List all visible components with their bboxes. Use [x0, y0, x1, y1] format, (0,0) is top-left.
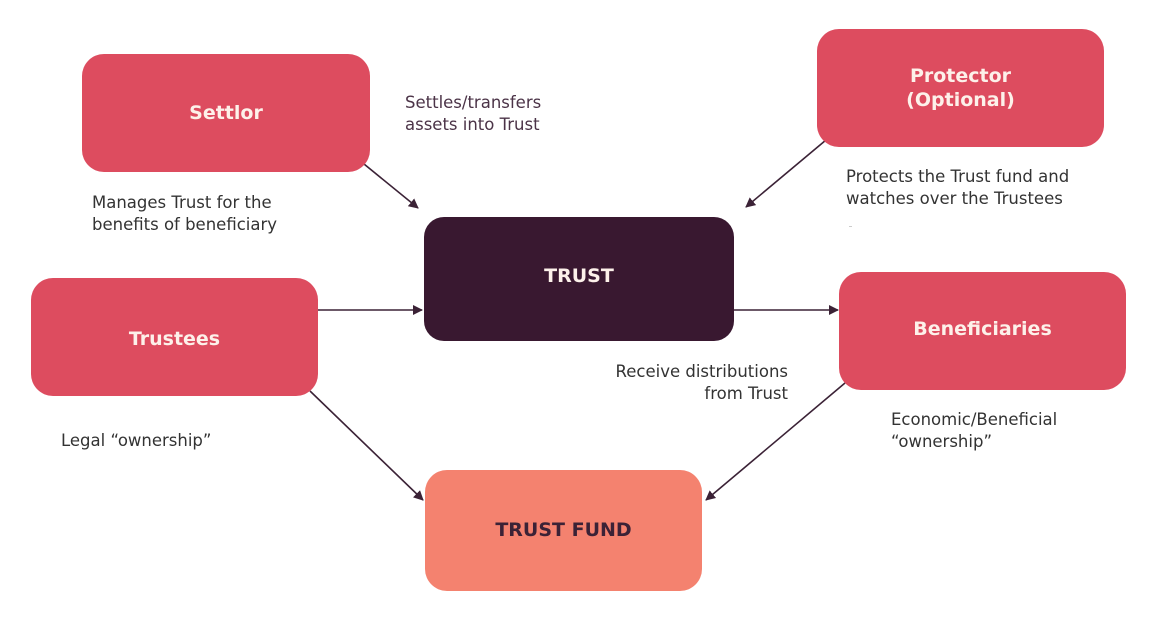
beneficiaries-label: Beneficiaries [913, 318, 1052, 340]
trust-node[interactable]: TRUST [424, 217, 734, 341]
arrow-trustees-to-trust-fund [309, 390, 424, 501]
trust-label: TRUST [544, 265, 614, 287]
legal-ownership-annotation: Legal “ownership” [61, 431, 212, 450]
trustees-node[interactable]: Trustees [31, 278, 318, 396]
settlor-node[interactable]: Settlor [82, 54, 370, 172]
beneficiaries-node[interactable]: Beneficiaries [839, 272, 1126, 390]
protector-role-annotation: Protects the Trust fund and watches over… [846, 167, 1070, 208]
stray-mark [849, 226, 852, 227]
settlor-role-annotation: Settles/transfers assets into Trust [405, 93, 542, 134]
beneficiaries-role-annotation: Receive distributions from Trust [615, 362, 788, 403]
protector-label: Protector (Optional) [906, 65, 1015, 111]
arrow-beneficiaries-to-trust-fund [705, 382, 846, 501]
settlor-label: Settlor [189, 102, 263, 124]
beneficial-ownership-annotation: Economic/Beneficial “ownership” [891, 410, 1058, 451]
protector-node[interactable]: Protector (Optional) [817, 29, 1104, 147]
trustees-role-annotation: Manages Trust for the benefits of benefi… [92, 193, 278, 234]
trust-fund-node[interactable]: TRUST FUND [425, 470, 702, 591]
trust-fund-label: TRUST FUND [495, 518, 632, 541]
arrow-protector-to-trust [745, 139, 827, 208]
arrow-settlor-to-trust [363, 163, 419, 209]
trustees-label: Trustees [128, 328, 221, 350]
